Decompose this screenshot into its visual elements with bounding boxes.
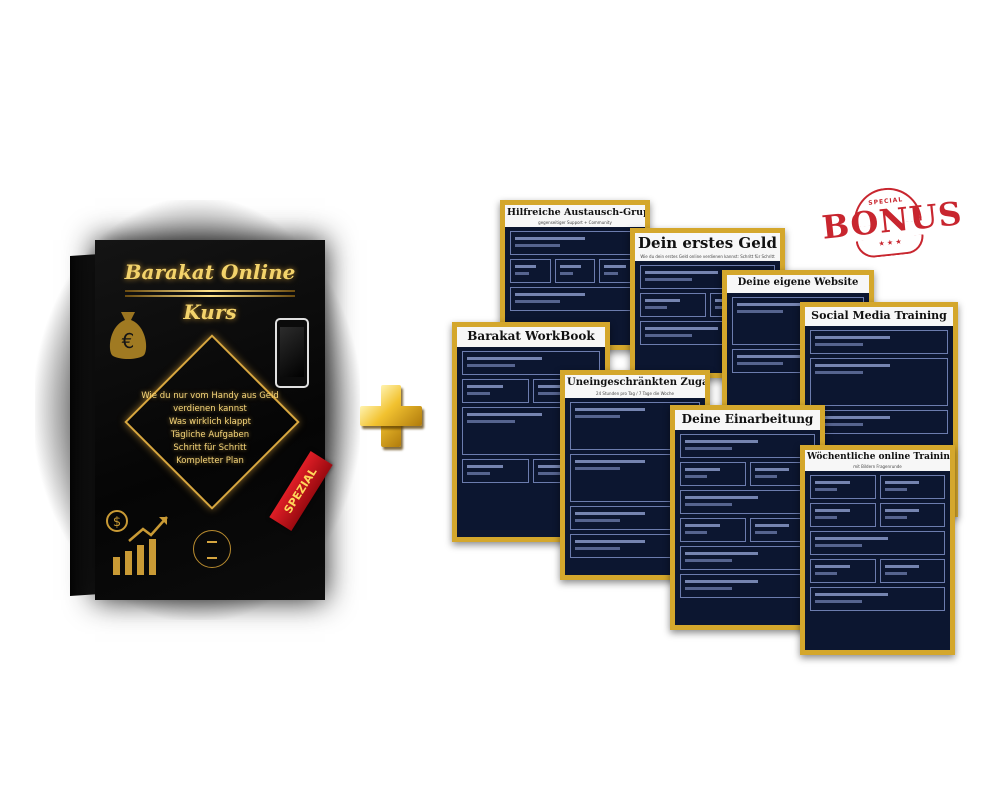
card-subtitle: Wie du dein erstes Geld online verdienen… [640,253,775,259]
bonus-stamp: SPECIAL BONUS ★ ★ ★ [819,181,964,264]
box-feature-list: Wie du nur vom Handy aus Geld verdienen … [115,390,305,468]
box-feature-line: Tägliche Aufgaben [170,430,250,440]
box-feature-line: verdienen kannst [173,404,247,414]
growth-chart-icon: $ [106,510,168,575]
bonus-card-online-trainings: Wöchentliche online Trainings mit Bilder… [800,445,955,655]
card-subtitle: 24 Stunden pro Tag / 7 Tage die Woche [596,390,674,396]
product-box: Barakat Online Kurs € Wie du nur vom Han… [95,240,325,600]
card-subtitle: mit Bildern Fragenrunde [853,464,902,470]
money-bag-icon: € [109,312,147,359]
svg-text:€: € [122,329,135,353]
card-title: Deine eigene Website [737,277,859,288]
plus-icon [360,385,422,447]
gold-divider [125,290,295,292]
box-feature-line: Kompletter Plan [176,456,244,466]
box-feature-line: Was wirklich klappt [168,417,252,427]
box-title-line1: Barakat Online [124,260,296,284]
box-feature-line: Wie du nur vom Handy aus Geld [141,391,279,401]
card-title: Barakat WorkBook [467,329,595,343]
card-title: Dein erstes Geld [638,234,777,252]
box-title-line2: Kurs [183,300,237,324]
svg-text:$: $ [113,515,121,530]
card-title: Uneingeschränkten Zugang [567,377,710,388]
gold-divider [125,295,295,297]
card-title: Hilfreiche Austausch-Gruppen [507,207,650,218]
phone-icon [275,318,309,388]
card-title: Wöchentliche online Trainings [807,452,955,462]
brand-logo-icon [193,530,231,568]
card-subtitle: gegenseitiger Support + Community [538,219,612,225]
box-feature-line: Schritt für Schritt [173,443,247,453]
card-title: Social Media Training [811,309,947,322]
card-title: Deine Einarbeitung [681,412,814,426]
